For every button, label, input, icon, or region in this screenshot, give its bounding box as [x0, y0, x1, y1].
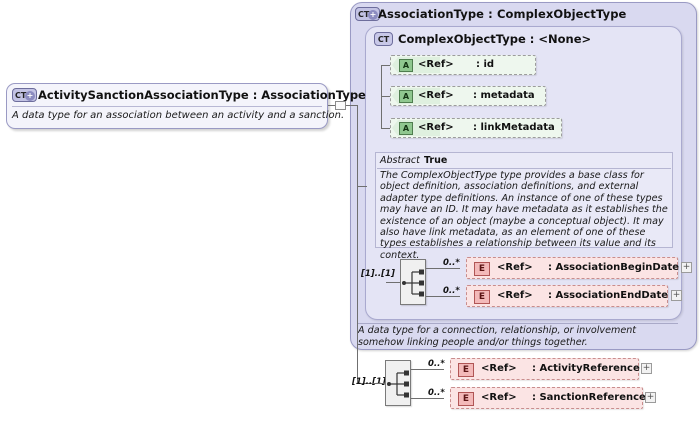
abstract-value: True [424, 155, 448, 166]
association-sequence-cardinality: [1]..[1] [361, 269, 395, 279]
main-sequence-line-activity [411, 369, 444, 370]
documentation-separator [377, 168, 671, 169]
occurrence-begindate: 0..* [443, 258, 460, 268]
element-icon-activityreference: E [458, 363, 474, 377]
main-connector-vertical [357, 105, 358, 383]
attribute-name-id: : id [476, 59, 495, 70]
sequence-icon [402, 269, 424, 297]
occurrence-activityreference: 0..* [428, 359, 445, 369]
main-sequence-compositor[interactable] [385, 360, 411, 406]
attribute-row-linkmetadata[interactable]: A <Ref> : linkMetadata [390, 118, 562, 138]
attribute-row-id[interactable]: A <Ref> : id [390, 55, 536, 75]
element-ref-activityreference: <Ref> [481, 363, 517, 374]
attribute-connector-linkmetadata [381, 128, 390, 129]
main-connector-right [346, 105, 358, 106]
attribute-name-metadata: : metadata [473, 90, 535, 101]
attribute-name-linkmetadata: : linkMetadata [473, 122, 555, 133]
attribute-icon-linkmetadata: A [399, 122, 413, 135]
sequence-line-begindate [426, 268, 460, 269]
association-type-documentation: A data type for a connection, relationsh… [358, 325, 637, 348]
association-type-icon[interactable]: CT+ CT+ [355, 7, 380, 21]
element-row-sanctionreference[interactable]: E <Ref> : SanctionReference [450, 387, 646, 409]
element-row-associationbegindate[interactable]: E <Ref> : AssociationBeginDate [466, 257, 680, 279]
main-sequence-line-in [371, 383, 385, 384]
main-sequence-cardinality: [1]..[1] [352, 377, 386, 387]
attribute-icon-metadata: A [399, 90, 413, 103]
association-type-title: AssociationType : ComplexObjectType [378, 7, 627, 21]
element-ref-associationenddate: <Ref> [497, 290, 533, 301]
expand-button-associationenddate[interactable]: + [671, 290, 682, 301]
attribute-connector-id [381, 65, 390, 66]
main-type-separator [12, 106, 322, 107]
element-row-activityreference[interactable]: E <Ref> : ActivityReference [450, 358, 640, 380]
abstract-label: Abstract [380, 155, 420, 166]
complex-object-type-documentation: The ComplexObjectType type provides a ba… [380, 170, 668, 261]
main-expander-stub[interactable] [335, 101, 346, 110]
element-icon-associationbegindate: E [474, 262, 490, 276]
attribute-ref-metadata: <Ref> [418, 90, 454, 101]
expand-plus-icon[interactable]: + [368, 10, 378, 20]
main-type-title: ActivitySanctionAssociationType : Associ… [38, 88, 366, 102]
association-doc-separator [358, 323, 678, 324]
main-type-documentation: A data type for an association between a… [12, 110, 345, 121]
main-connector-stub-line [328, 105, 335, 106]
element-name-associationbegindate: : AssociationBeginDate [548, 262, 680, 273]
element-icon-associationenddate: E [474, 290, 490, 304]
main-expand-plus-icon[interactable]: + [25, 91, 35, 101]
occurrence-sanctionreference: 0..* [428, 388, 445, 398]
complex-object-type-icon-label: CT [377, 35, 390, 44]
element-name-associationenddate: : AssociationEndDate [548, 290, 669, 301]
main-type-icon[interactable]: CT+ [12, 88, 37, 102]
sequence-icon-main [387, 370, 409, 398]
sequence-line-in [386, 282, 400, 283]
attribute-row-metadata[interactable]: A <Ref> : metadata [390, 86, 546, 106]
attribute-ref-linkmetadata: <Ref> [418, 122, 454, 133]
element-ref-sanctionreference: <Ref> [481, 392, 517, 403]
association-sequence-compositor[interactable] [400, 259, 426, 305]
complex-object-type-title: ComplexObjectType : <None> [398, 32, 592, 46]
main-connector-to-assoc [357, 186, 367, 187]
element-name-sanctionreference: : SanctionReference [532, 392, 646, 403]
main-connector-to-sequence [357, 383, 371, 384]
element-row-associationenddate[interactable]: E <Ref> : AssociationEndDate [466, 285, 668, 307]
element-ref-associationbegindate: <Ref> [497, 262, 533, 273]
attribute-icon-id: A [399, 59, 413, 72]
attribute-connector-metadata [381, 96, 390, 97]
expand-button-activityreference[interactable]: + [641, 363, 652, 374]
expand-button-sanctionreference[interactable]: + [645, 392, 656, 403]
attribute-ref-id: <Ref> [418, 59, 454, 70]
element-icon-sanctionreference: E [458, 392, 474, 406]
sequence-line-enddate [426, 296, 460, 297]
complex-object-type-icon[interactable]: CT [374, 32, 393, 46]
expand-button-associationbegindate[interactable]: + [681, 262, 692, 273]
element-name-activityreference: : ActivityReference [532, 363, 640, 374]
occurrence-enddate: 0..* [443, 286, 460, 296]
main-sequence-line-sanction [411, 398, 444, 399]
